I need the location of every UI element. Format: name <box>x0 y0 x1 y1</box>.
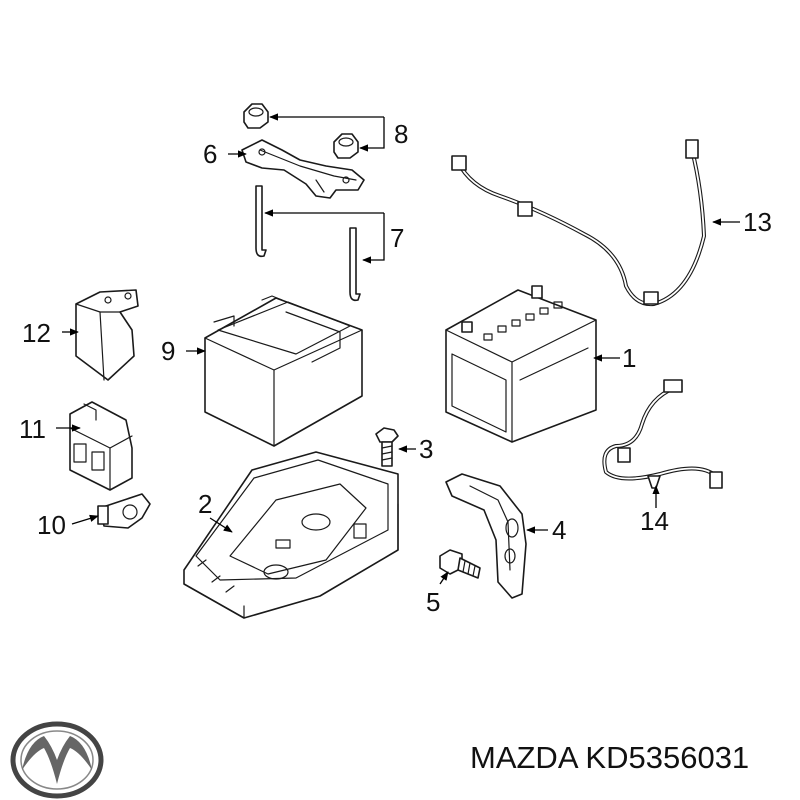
callout-labels: 1 2 3 4 5 6 7 8 9 10 11 12 13 14 <box>19 119 772 617</box>
part-12-terminal-cover <box>75 289 139 381</box>
callout-8: 8 <box>394 119 408 149</box>
callout-5: 5 <box>426 587 440 617</box>
part-2-battery-tray <box>183 451 399 619</box>
callout-7: 7 <box>390 223 404 253</box>
part-11-fuse-block <box>69 401 133 491</box>
callout-4: 4 <box>552 515 566 545</box>
callout-10: 10 <box>37 510 66 540</box>
callout-6: 6 <box>203 139 217 169</box>
callout-2: 2 <box>198 489 212 519</box>
part-7-j-bolts <box>255 185 361 302</box>
callout-11: 11 <box>19 414 46 444</box>
leader-lines <box>56 113 740 585</box>
callout-3: 3 <box>419 434 433 464</box>
part-caption: MAZDA KD5356031 <box>470 740 749 776</box>
callout-14: 14 <box>640 506 669 536</box>
mazda-logo-icon <box>10 721 104 799</box>
part-13-battery-cable <box>451 139 706 307</box>
brand-name: MAZDA <box>470 740 577 775</box>
part-5-bolt <box>439 549 481 579</box>
part-6-battery-hold-down-bracket <box>241 139 365 199</box>
part-number: KD5356031 <box>585 740 750 775</box>
part-8-nuts <box>243 103 359 159</box>
part-9-battery-insulator <box>204 295 363 447</box>
callout-12: 12 <box>22 318 51 348</box>
callout-9: 9 <box>161 336 175 366</box>
part-1-battery <box>445 285 597 443</box>
callout-13: 13 <box>743 207 772 237</box>
part-3-bolt <box>375 427 399 467</box>
part-14-negative-cable <box>602 379 723 489</box>
part-10-battery-terminal <box>97 493 151 529</box>
callout-1: 1 <box>622 343 636 373</box>
part-4-tray-bracket <box>445 473 527 599</box>
